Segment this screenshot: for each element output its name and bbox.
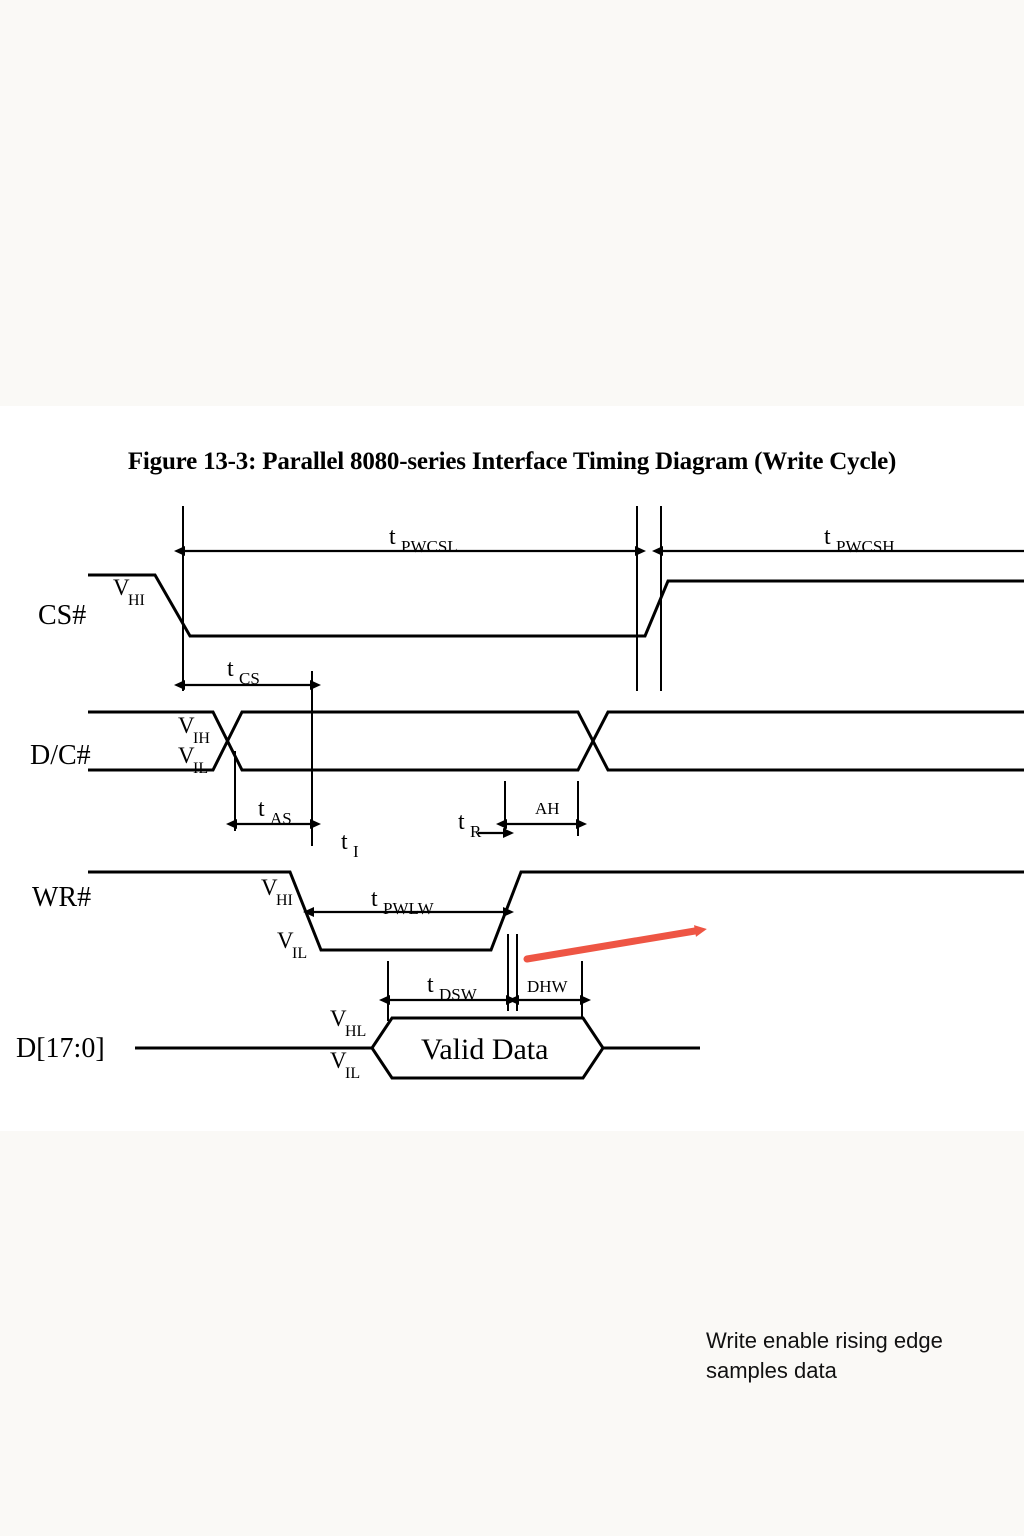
label-pwlw: t: [371, 886, 378, 912]
data-vhl-label: V: [330, 1006, 347, 1031]
signal-label-data: D[17:0]: [16, 1033, 105, 1064]
dc-vih-sub: IH: [193, 730, 210, 747]
label-tcs: t: [227, 656, 234, 682]
annotation-arrow-icon: [523, 925, 707, 963]
annotation-line-2: samples data: [706, 1358, 837, 1383]
valid-data-label: Valid Data: [421, 1033, 548, 1066]
label-pwcsl: t: [389, 524, 396, 550]
wr-vil-sub: IL: [292, 945, 307, 962]
timing-diagram-svg: CS# V HI t PWCSL t PWCSH t CS D/C# V IH …: [16, 506, 1024, 1082]
label-tr-sub: R: [470, 822, 482, 841]
data-vhl-sub: HL: [345, 1023, 366, 1040]
signal-label-dc: D/C#: [30, 740, 91, 771]
wr-vhi-sub: HI: [276, 892, 293, 909]
label-ti: t: [341, 829, 348, 855]
label-ah: AH: [535, 799, 560, 818]
signal-label-wr: WR#: [32, 882, 91, 913]
label-ti-sub: I: [353, 842, 359, 861]
label-pwcsh-sub: PWCSH: [836, 537, 895, 556]
label-pwcsh: t: [824, 524, 831, 550]
waveform-cs: [88, 573, 1024, 638]
cs-vhi-sub: HI: [128, 592, 145, 609]
data-vil-label: V: [330, 1048, 347, 1073]
dc-vil-sub: IL: [193, 760, 208, 777]
label-dsw-sub: DSW: [439, 985, 478, 1004]
dc-vil-label: V: [178, 743, 195, 768]
figure-title: Figure 13-3: Parallel 8080-series Interf…: [127, 448, 897, 475]
waveform-wr: [88, 870, 1024, 952]
label-tas-sub: AS: [270, 809, 292, 828]
annotation-text: Write enable rising edge samples data: [706, 1326, 1006, 1386]
wr-vil-label: V: [277, 928, 294, 953]
label-dsw: t: [427, 972, 434, 998]
label-dhw: DHW: [527, 977, 569, 996]
annotation-line-1: Write enable rising edge: [706, 1328, 943, 1353]
signal-label-cs: CS#: [38, 600, 86, 631]
waveform-dc-upper: [88, 710, 1024, 772]
label-pwcsl-sub: PWCSL: [401, 537, 458, 556]
dc-vih-label: V: [178, 713, 195, 738]
label-tas: t: [258, 796, 265, 822]
label-tcs-sub: CS: [239, 669, 260, 688]
waveform-dc-lower: [88, 710, 1024, 772]
label-tr: t: [458, 809, 465, 835]
cs-vhi-label: V: [113, 575, 130, 600]
data-vil-sub: IL: [345, 1065, 360, 1082]
wr-vhi-label: V: [261, 875, 278, 900]
label-pwlw-sub: PWLW: [383, 899, 435, 918]
figure-panel: Figure 13-3: Parallel 8080-series Interf…: [0, 406, 1024, 1383]
